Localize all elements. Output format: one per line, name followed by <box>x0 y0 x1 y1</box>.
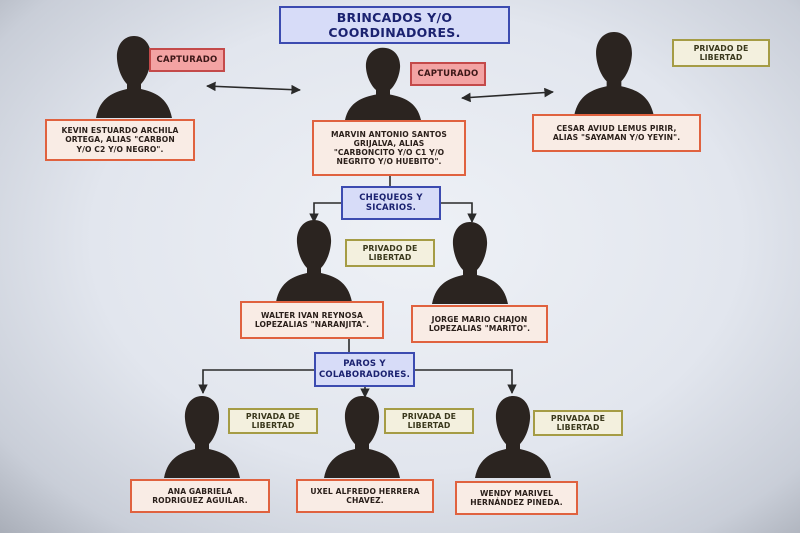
person-silhouette-ana-icon <box>164 396 240 478</box>
person-name-walter: WALTER IVAN REYNOSA LOPEZALIAS "NARANJIT… <box>240 301 384 339</box>
status-badge-marvin-captured: CAPTURADO <box>410 62 486 86</box>
group-chequeos-sicarios: CHEQUEOS Y SICARIOS. <box>341 186 441 220</box>
status-badge-ana-imprisoned: PRIVADA DE LIBERTAD <box>228 408 318 434</box>
branch-paros-left <box>198 369 314 394</box>
link-arrow-marvin-cesar <box>461 87 554 103</box>
person-silhouette-kevin-icon <box>96 36 172 118</box>
person-silhouette-walter-icon <box>276 220 352 302</box>
person-name-cesar: CESAR AVIUD LEMUS PIRIR, ALIAS "SAYAMAN … <box>532 114 701 152</box>
status-badge-wendy-imprisoned: PRIVADA DE LIBERTAD <box>533 410 623 436</box>
person-silhouette-wendy-icon <box>475 396 551 478</box>
status-badge-walter-imprisoned: PRIVADO DE LIBERTAD <box>345 239 435 267</box>
person-silhouette-jorge-icon <box>432 222 508 304</box>
person-silhouette-uxel-icon <box>324 396 400 478</box>
person-name-ana: ANA GABRIELA RODRIGUEZ AGUILAR. <box>130 479 270 513</box>
status-badge-cesar-imprisoned: PRIVADO DE LIBERTAD <box>672 39 770 67</box>
branch-chequeos-left <box>309 202 341 223</box>
link-arrow-kevin-marvin <box>206 81 301 95</box>
branch-paros-right <box>415 369 517 394</box>
person-name-wendy: WENDY MARIVEL HERNÁNDEZ PINEDA. <box>455 481 578 515</box>
group-paros-colaboradores: PAROS Y COLABORADORES. <box>314 352 415 387</box>
person-name-kevin: KEVIN ESTUARDO ARCHILA ORTEGA, ALIAS "CA… <box>45 119 195 161</box>
status-badge-uxel-imprisoned: PRIVADA DE LIBERTAD <box>384 408 474 434</box>
status-badge-kevin-captured: CAPTURADO <box>149 48 225 72</box>
branch-chequeos-right <box>441 202 477 223</box>
person-silhouette-marvin-icon <box>345 47 421 120</box>
person-silhouette-cesar-icon <box>574 32 654 116</box>
person-name-marvin: MARVIN ANTONIO SANTOS GRIJALVA, ALIAS "C… <box>312 120 466 176</box>
chart-title: BRINCADOS Y/O COORDINADORES. <box>279 6 510 44</box>
person-name-jorge: JORGE MARIO CHAJON LOPEZALIAS "MARITO". <box>411 305 548 343</box>
person-name-uxel: UXEL ALFREDO HERRERA CHAVEZ. <box>296 479 434 513</box>
